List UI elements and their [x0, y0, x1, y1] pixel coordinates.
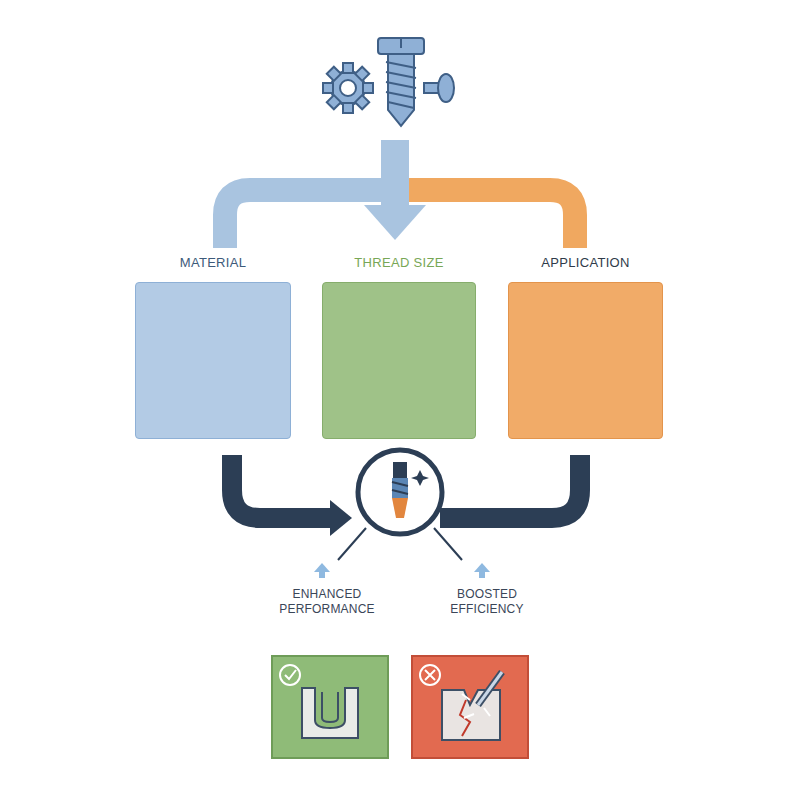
category-box: APPLICATION [508, 252, 663, 439]
merge-arrow [232, 455, 335, 518]
tap-tool-icon [392, 462, 429, 518]
leader-line [338, 528, 366, 560]
up-arrow [319, 572, 325, 578]
merge-arrow [440, 455, 580, 518]
blue-branch [225, 190, 392, 248]
category-box: MATERIAL [135, 252, 291, 439]
category-panel [135, 282, 291, 439]
up-arrow [474, 563, 490, 572]
good-thread-panel [272, 656, 388, 758]
category-panel [508, 282, 663, 439]
benefit-label: ENHANCED PERFORMANCE [262, 587, 392, 617]
bad-thread-panel [412, 656, 528, 758]
down-arrow-head [364, 205, 426, 240]
up-arrow [314, 563, 330, 572]
result-circle [358, 450, 442, 534]
category-box: THREAD SIZE [322, 252, 476, 439]
down-arrow-shaft [381, 140, 409, 210]
category-heading: APPLICATION [508, 252, 663, 274]
orange-branch [398, 190, 575, 248]
merge-arrow-head [330, 500, 352, 536]
leader-line [434, 528, 462, 560]
benefit-label: BOOSTED EFFICIENCY [422, 587, 552, 617]
fastener-icon [323, 38, 454, 126]
category-heading: MATERIAL [135, 252, 291, 274]
category-panel [322, 282, 476, 439]
category-heading: THREAD SIZE [322, 252, 476, 274]
up-arrow [479, 572, 485, 578]
